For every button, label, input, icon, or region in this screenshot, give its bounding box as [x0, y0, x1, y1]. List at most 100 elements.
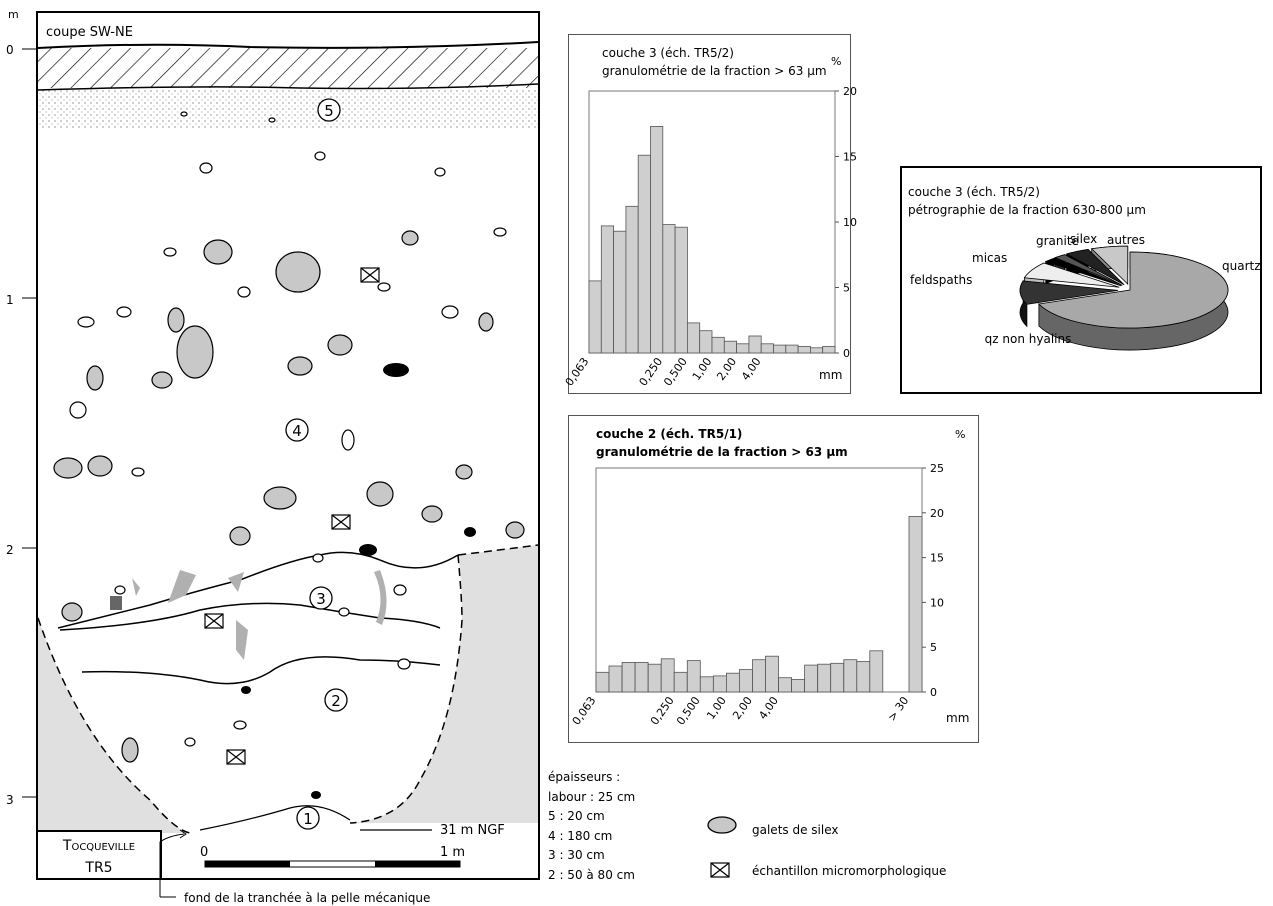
pebble-icon [707, 816, 737, 834]
chart2-bar [908, 516, 923, 693]
pie-slice [1054, 254, 1123, 286]
chart2-xtick: 0,500 [674, 694, 703, 727]
chart1-ytick: 20 [843, 85, 857, 98]
pie-subtitle: pétrographie de la fraction 630-800 µm [908, 203, 1146, 217]
layer-label-4: 4 [292, 422, 302, 440]
chart2-bar [647, 663, 662, 693]
chart-couche3-granulometry: couche 3 (éch. TR5/2) granulométrie de l… [563, 46, 857, 389]
chart1-bar [674, 226, 688, 354]
chart1-ytick: 10 [843, 216, 857, 229]
chart1-bar [588, 280, 602, 354]
chart1-ytick: 5 [843, 282, 850, 295]
chart2-xtick: 0,063 [570, 694, 599, 727]
chart2-bar [660, 658, 675, 693]
chart2-ytick: 5 [930, 641, 937, 654]
pie-slice [1065, 248, 1125, 286]
thickness-line: 3 : 30 cm [548, 848, 605, 862]
chart1-xlabel: mm [819, 368, 842, 382]
section-title: coupe SW-NE [46, 25, 133, 40]
chart2-xtick: 0,250 [648, 694, 677, 727]
chart-couche3-petro-box: couche 3 (éch. TR5/2) pétrographie de la… [900, 166, 1262, 394]
pie-label: silex [1070, 232, 1097, 246]
thickness-line: 5 : 20 cm [548, 809, 605, 823]
chart2-bar [830, 662, 845, 693]
chart2-bar [725, 672, 740, 693]
site-name: Tocqueville [62, 838, 135, 854]
chart-couche2-granulometry: couche 2 (éch. TR5/1) granulométrie de l… [570, 427, 970, 728]
chart1-bar [809, 347, 824, 354]
chart2-ytick: 10 [930, 596, 944, 609]
chart2-bar [869, 650, 884, 693]
chart1-bar [625, 205, 639, 354]
chart2-xtick: 2,00 [730, 694, 755, 722]
thickness-list: épaisseurs : labour : 25 cm 5 : 20 cm 4 … [548, 768, 635, 885]
chart2-bar [843, 659, 858, 693]
chart2-bar [856, 661, 871, 693]
chart1-bar [600, 225, 614, 354]
chart1-bar [785, 344, 799, 354]
stratigraphic-section: m 0 1 2 3 [6, 8, 540, 905]
pie-label: granite [1036, 234, 1079, 248]
layer-label-3: 3 [316, 590, 326, 608]
chart1-bar [748, 335, 762, 354]
depth-unit-label: m [8, 8, 19, 21]
chart-couche3-granulo-box: couche 3 (éch. TR5/2) granulométrie de l… [563, 34, 857, 394]
chart1-ylabel: % [831, 55, 841, 68]
chart1-xtick: 0,250 [637, 355, 666, 388]
chart2-bar [791, 679, 806, 693]
chart1-title: couche 3 (éch. TR5/2) [602, 46, 734, 60]
chart2-title: couche 2 (éch. TR5/1) [596, 427, 742, 441]
chart2-ytick: 15 [930, 552, 944, 565]
chart-couche2-granulo-box: couche 2 (éch. TR5/1) granulométrie de l… [568, 415, 979, 743]
chart2-bar [804, 664, 819, 693]
chart2-bar [778, 677, 793, 693]
chart1-bar [723, 340, 738, 354]
chart2-subtitle: granulométrie de la fraction > 63 µm [596, 445, 848, 459]
scale-1m: 1 m [440, 845, 465, 860]
layer-numbers: 5 4 3 2 1 [285, 98, 348, 830]
chart2-bar [673, 671, 688, 693]
chart2-bar [712, 675, 727, 693]
chart2-bar [738, 669, 753, 693]
chart2-bar [752, 659, 766, 693]
chart1-bar [662, 224, 676, 354]
pie-slice [1038, 251, 1229, 329]
sample-icon [710, 862, 730, 878]
layer-label-5: 5 [324, 102, 334, 120]
chart2-xlabel: mm [946, 711, 969, 725]
chart1-bar [687, 322, 701, 354]
chart1-bar [711, 336, 725, 354]
pie-label: autres [1107, 233, 1145, 247]
chart1-bar [637, 154, 651, 354]
chart1-ytick: 15 [843, 151, 857, 164]
layer-label-1: 1 [303, 810, 313, 828]
chart1-bar [613, 230, 627, 354]
chart1-xtick: 1,00 [690, 355, 715, 383]
pie-slice [1019, 280, 1119, 305]
chart2-ytick: 25 [930, 462, 944, 475]
legend-sample: échantillon micromorphologique [752, 864, 946, 878]
chart1-xtick: 0,063 [563, 355, 592, 388]
depth-tick-0: 0 [6, 43, 14, 57]
chart1-bar [822, 345, 836, 354]
chart1-subtitle: granulométrie de la fraction > 63 µm [602, 64, 827, 78]
chart2-xtick: > 30 [885, 694, 911, 723]
chart2-xtick: 4,00 [756, 694, 781, 722]
chart2-bar [817, 663, 832, 693]
chart2-bar [686, 660, 701, 693]
chart1-bar [773, 344, 787, 354]
chart1-bar [736, 343, 750, 354]
chart1-xtick: 0,500 [661, 355, 690, 388]
legend: galets de silex échantillon micromorphol… [707, 816, 946, 878]
thickness-header: épaisseurs : [548, 770, 621, 784]
chart2-bar [595, 671, 610, 693]
depth-tick-1: 1 [6, 293, 14, 307]
chart2-bar [621, 661, 636, 693]
chart2-xtick: 1,00 [704, 694, 729, 722]
depth-tick-2: 2 [6, 543, 14, 557]
thickness-line: labour : 25 cm [548, 789, 636, 804]
chart1-bar [760, 343, 774, 354]
chart1-ytick: 0 [843, 347, 850, 360]
thickness-line: 4 : 180 cm [548, 828, 613, 843]
chart2-ylabel: % [955, 428, 965, 441]
